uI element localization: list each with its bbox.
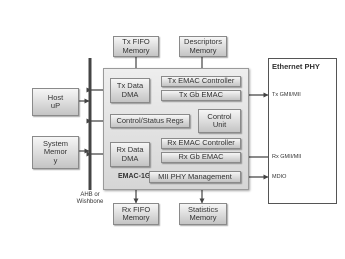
tx-gb-emac: Tx Gb EMAC — [161, 90, 241, 101]
rx-fifo-memory: Rx FIFO Memory — [113, 203, 159, 225]
system-memory: System Memor y — [32, 136, 79, 169]
tx-emac-controller: Tx EMAC Controller — [161, 76, 241, 87]
rx-interface-label: Rx GMII/MII — [272, 154, 302, 160]
rx-data-dma: Rx Data DMA — [110, 142, 150, 167]
tx-interface-label: Tx GMII/MII — [272, 92, 301, 98]
statistics-memory: Statistics Memory — [179, 203, 227, 225]
bus-label: AHB or Wishbone — [76, 192, 104, 205]
control-unit: Control Unit — [198, 109, 241, 133]
ethernet-phy — [268, 58, 337, 204]
rx-emac-controller: Rx EMAC Controller — [161, 138, 241, 149]
mii-phy-management: MII PHY Management — [149, 171, 241, 183]
control-status-regs: Control/Status Regs — [110, 114, 190, 128]
host-up: Host uP — [32, 88, 79, 116]
descriptors-memory: Descriptors Memory — [179, 36, 227, 57]
mdio-label: MDIO — [272, 174, 287, 180]
tx-fifo-memory: Tx FIFO Memory — [113, 36, 159, 57]
rx-gb-emac: Rx Gb EMAC — [161, 152, 241, 163]
emac-core-label: EMAC-1G — [118, 173, 151, 180]
tx-data-dma: Tx Data DMA — [110, 78, 150, 103]
ethernet-phy-title: Ethernet PHY — [272, 62, 320, 71]
